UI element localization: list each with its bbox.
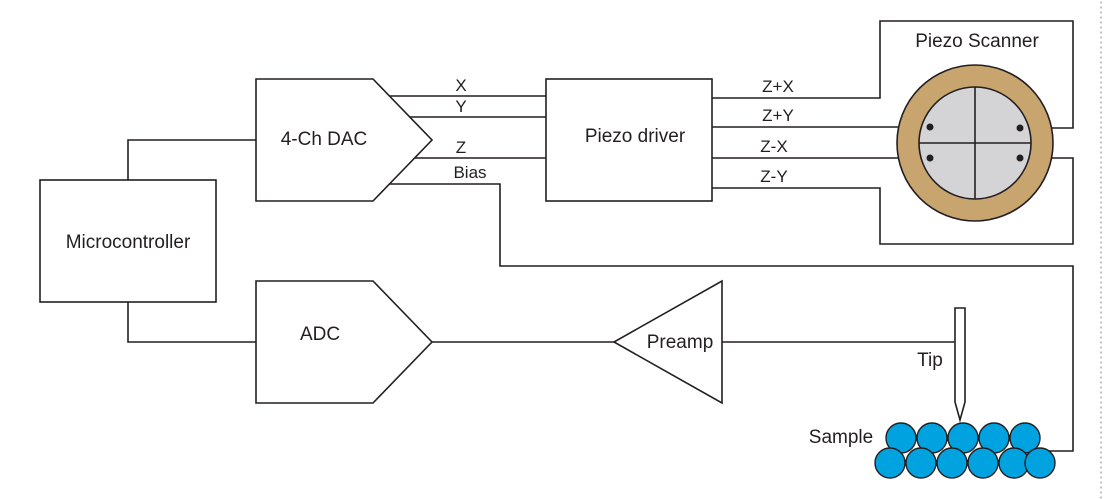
tip: Tip: [917, 307, 966, 423]
piezo-driver-label: Piezo driver: [585, 126, 686, 147]
tip-label: Tip: [917, 350, 943, 371]
signal-zmx-label: Z-X: [760, 137, 787, 156]
wire-bias: [389, 183, 1074, 452]
dac-block: 4-Ch DAC: [255, 78, 434, 202]
signal-zpx-label: Z+X: [762, 77, 794, 96]
adc-block: ADC: [255, 280, 434, 404]
sample-atom: [874, 447, 906, 479]
dac-label: 4-Ch DAC: [281, 129, 368, 150]
wire-mcu-to-dac: [127, 139, 256, 180]
microcontroller-label: Microcontroller: [66, 232, 191, 253]
wire-zmy: [712, 157, 1074, 245]
page-edge-dots: [1098, 0, 1104, 499]
wires: [127, 20, 1074, 452]
tip-probe: [954, 307, 966, 423]
preamp-block: Preamp: [612, 279, 723, 405]
piezo-scanner-label: Piezo Scanner: [915, 31, 1039, 52]
preamp-label: Preamp: [647, 332, 714, 353]
microcontroller-block: Microcontroller: [39, 179, 217, 303]
electrode-dot: [926, 154, 934, 162]
sample-atom: [905, 447, 937, 479]
signal-z-label: Z: [456, 138, 466, 157]
piezo-driver-block: Piezo driver: [545, 78, 713, 202]
sample-label: Sample: [809, 427, 873, 448]
signal-labels: X Y Z Bias Z+X Z+Y Z-X Z-Y: [453, 76, 793, 186]
wire-zpx: [712, 20, 1074, 129]
sample: Sample: [809, 422, 1056, 479]
electrode-dot: [1016, 124, 1024, 132]
sample-atom: [1024, 447, 1056, 479]
signal-zmy-label: Z-Y: [760, 167, 787, 186]
signal-x-label: X: [455, 76, 466, 95]
signal-bias-label: Bias: [453, 163, 486, 182]
electrode-dot: [1016, 154, 1024, 162]
sample-atom: [936, 447, 968, 479]
electrode-dot: [926, 123, 934, 131]
piezo-scanner: Piezo Scanner: [896, 31, 1054, 222]
signal-zpy-label: Z+Y: [762, 106, 794, 125]
signal-y-label: Y: [455, 97, 466, 116]
sample-atom: [967, 447, 999, 479]
wire-mcu-to-adc: [127, 302, 256, 343]
sample-atoms: [874, 422, 1056, 479]
adc-label: ADC: [300, 324, 340, 345]
